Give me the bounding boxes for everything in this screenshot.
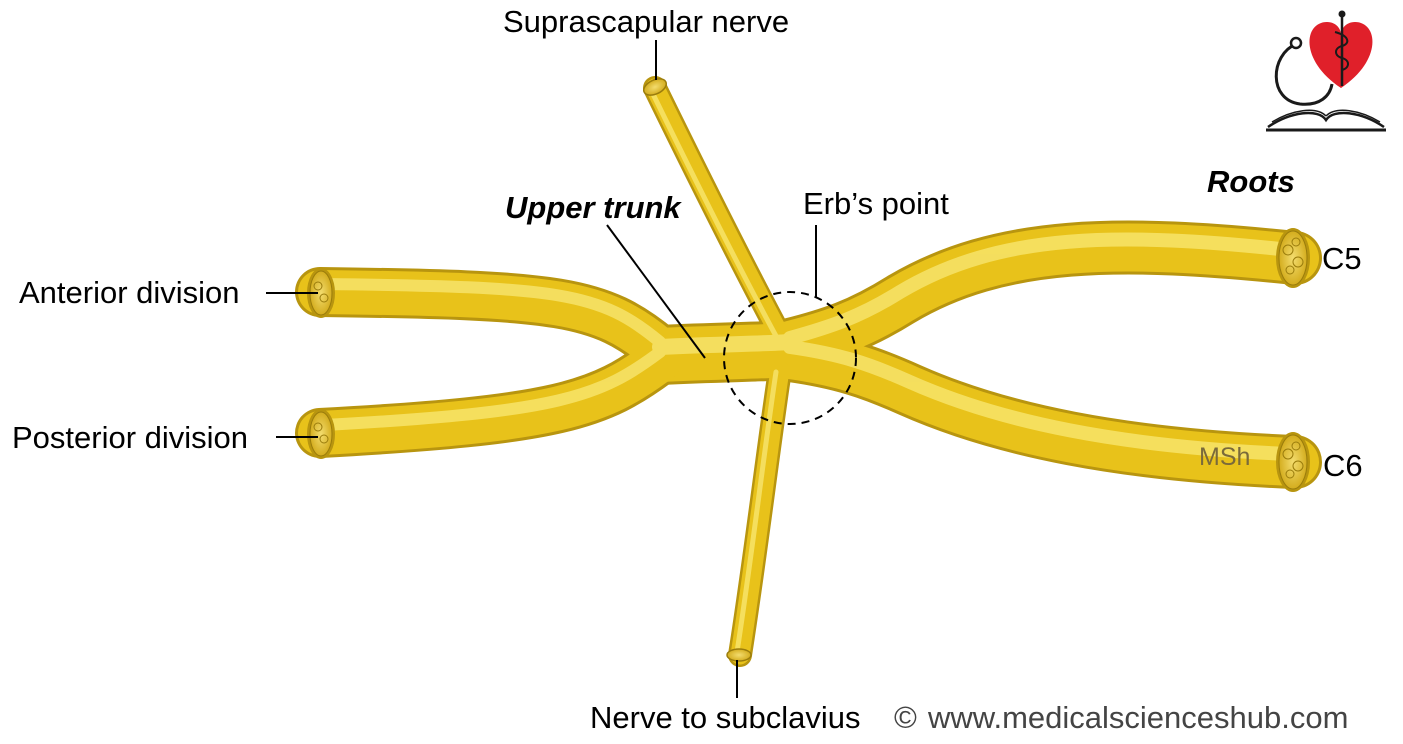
label-nerve-to-subclavius: Nerve to subclavius (590, 700, 861, 735)
label-upper-trunk: Upper trunk (505, 190, 681, 225)
label-c5: C5 (1322, 241, 1362, 276)
watermark-msh: MSh (1199, 443, 1251, 471)
label-anterior-division: Anterior division (19, 275, 240, 310)
leader-upper-trunk (606, 224, 706, 359)
stethoscope-tube (1274, 42, 1334, 106)
stethoscope-heart-book-logo (1266, 10, 1386, 132)
nerve-fill (298, 78, 1319, 665)
label-roots: Roots (1207, 164, 1295, 199)
leader-lines (266, 40, 817, 698)
open-book-icon (1267, 111, 1385, 129)
label-erbs-point: Erb’s point (803, 186, 949, 221)
stethoscope-chestpiece (1289, 36, 1303, 50)
copyright-symbol: © (894, 700, 917, 735)
root-c5-cut-end (1276, 228, 1310, 288)
label-c6: C6 (1323, 448, 1363, 483)
suprascapular-cut-end (642, 78, 668, 96)
posterior-division-cut-end (307, 409, 335, 459)
subclavius-cut-end (726, 648, 752, 662)
root-c6-cut-end (1276, 432, 1310, 492)
erbs-point-circle (723, 291, 857, 425)
nerve-highlight (319, 89, 1297, 655)
anterior-division-cut-end (307, 268, 335, 318)
label-suprascapular-nerve: Suprascapular nerve (503, 4, 790, 39)
label-posterior-division: Posterior division (12, 420, 249, 455)
credit-url[interactable]: www.medicalscienceshub.com (928, 700, 1349, 735)
